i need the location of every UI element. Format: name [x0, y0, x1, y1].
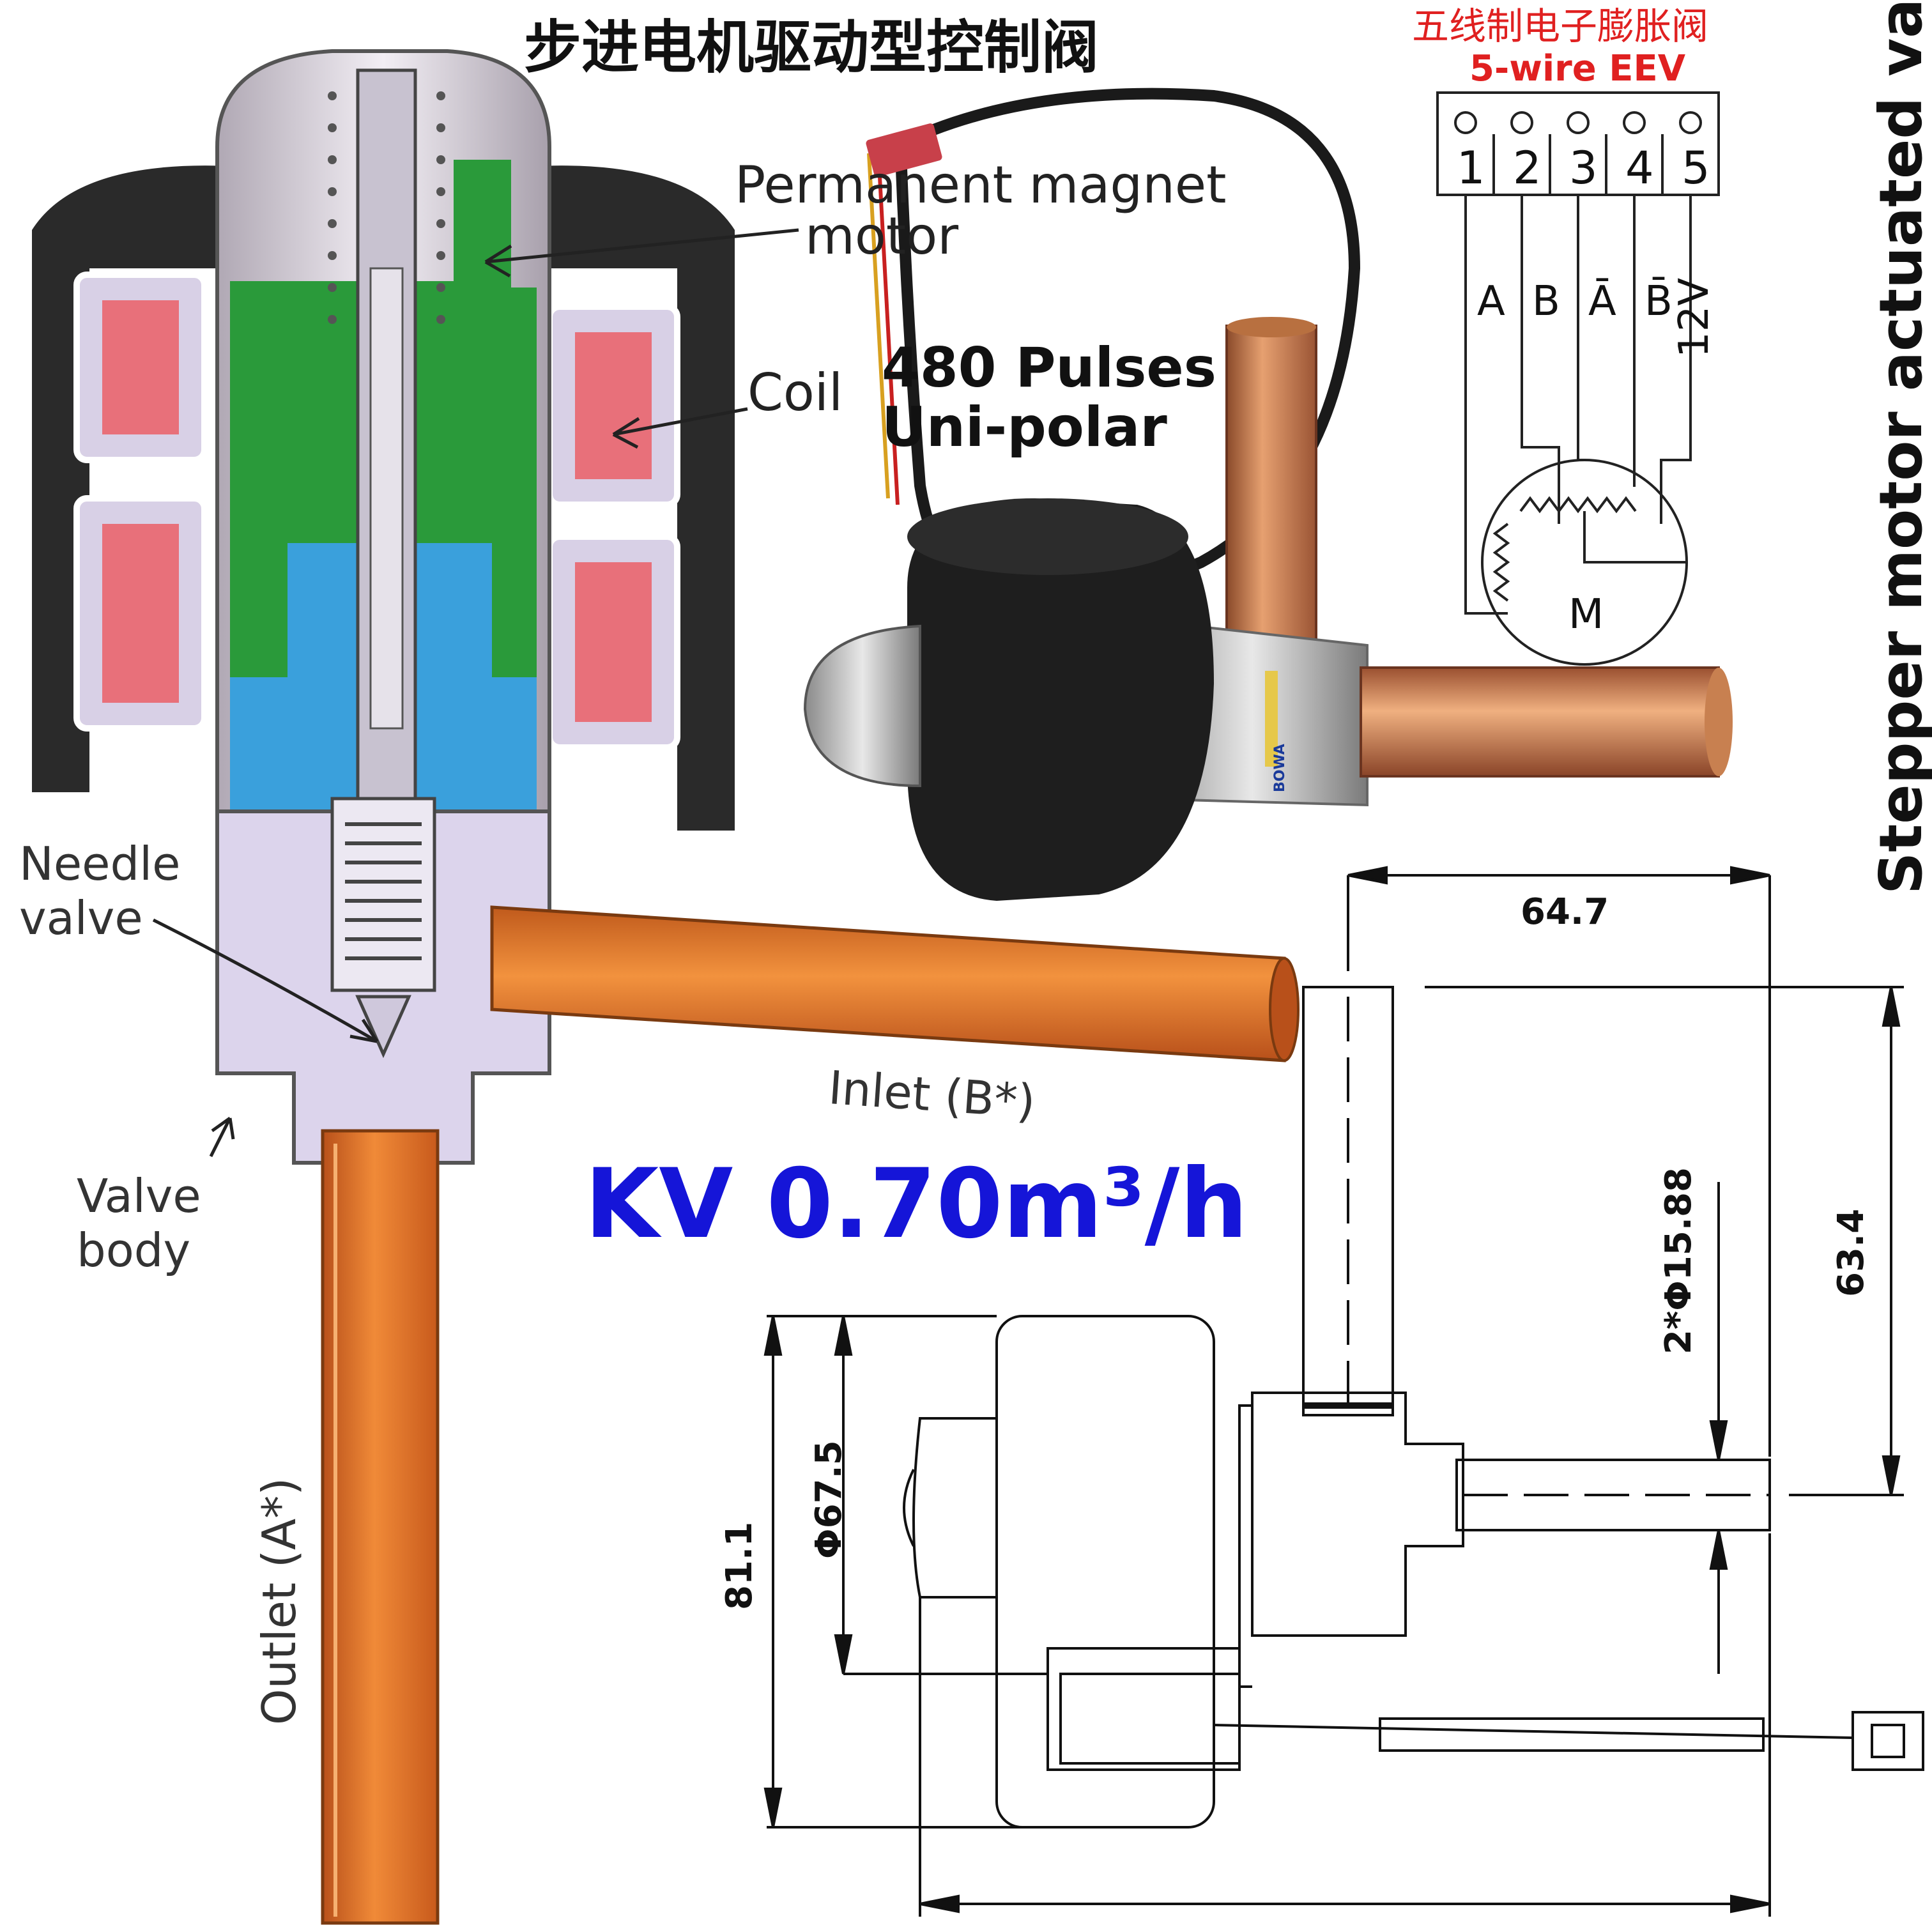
wiring-schematic [1436, 91, 1720, 666]
dimension-drawing [763, 866, 1924, 1917]
signal-a: A [1477, 278, 1505, 325]
label-valve-body-1: Valve [77, 1169, 201, 1223]
label-needle-valve: Needle valve [19, 837, 180, 946]
pin-4: 4 [1625, 142, 1654, 194]
photo-end-cap [803, 624, 921, 788]
label-valve-body-2: body [77, 1223, 191, 1277]
dim-overall-height: 81.1 [719, 1521, 760, 1610]
needle-spring [330, 797, 436, 992]
pin-1: 1 [1457, 142, 1485, 194]
motor-symbol-label: M [1568, 591, 1604, 638]
label-valve-body: Valve body [77, 1169, 201, 1278]
needle-arrow [152, 918, 378, 1043]
signal-b: B [1532, 278, 1560, 325]
drawing-pipe-vertical [1302, 986, 1394, 1416]
drawing-coil [995, 1315, 1215, 1828]
kv-value: KV 0.70m³/h [585, 1149, 1248, 1260]
title-chinese: 步进电机驱动型控制阀 [524, 14, 1099, 81]
cutaway-valve [32, 49, 1300, 1925]
label-needle: Needle [19, 837, 181, 891]
pin-2: 2 [1513, 142, 1542, 194]
drawing-connector [1851, 1711, 1924, 1771]
photo-copper-horizontal [1360, 666, 1720, 778]
label-coil: Coil [747, 363, 843, 422]
pulses-line1: 480 Pulses [882, 336, 1216, 400]
inlet-pipe [490, 905, 1286, 1062]
pin-3: 3 [1569, 142, 1598, 194]
pulses-label: 480 Pulses Uni-polar [882, 339, 1216, 457]
dim-body-diameter: Φ67.5 [808, 1440, 850, 1559]
label-permanent-magnet: Permanent magnet [735, 155, 1227, 215]
motor-arrow [485, 228, 799, 264]
dim-height: 63.4 [1830, 1208, 1872, 1297]
needle-tip [355, 995, 411, 1059]
signal-b-bar: B̄ [1644, 278, 1673, 325]
photo-coil [907, 498, 1214, 901]
body-arrow [209, 1117, 232, 1158]
signal-a-bar: Ā [1588, 278, 1616, 325]
side-title: Stepper motor actuated valve [1867, 0, 1932, 894]
dim-pipe-diameter: 2*Φ15.88 [1658, 1167, 1699, 1354]
product-photo: BOWA [803, 88, 1733, 901]
eev-title-chinese: 五线制电子膨胀阀 [1412, 4, 1709, 48]
label-motor: motor [805, 206, 959, 266]
drawing-lead-sleeve [1379, 1717, 1765, 1752]
pin-5: 5 [1682, 142, 1710, 194]
outlet-pipe [321, 1129, 440, 1925]
drawing-valve-body [1251, 1392, 1464, 1637]
signal-12v: 12V [1671, 277, 1718, 358]
dim-top-width: 64.7 [1521, 891, 1609, 933]
pulses-line2: Uni-polar [882, 395, 1167, 459]
motor-housing [32, 165, 735, 831]
brand-label: BOWA [1272, 744, 1288, 792]
eev-title-english: 5-wire EEV [1469, 48, 1686, 89]
label-valve: valve [19, 891, 143, 945]
coil-arrow [613, 407, 748, 436]
connector [866, 123, 942, 177]
photo-copper-vertical [1225, 325, 1317, 685]
label-outlet: Outlet (A*) [252, 1477, 306, 1725]
